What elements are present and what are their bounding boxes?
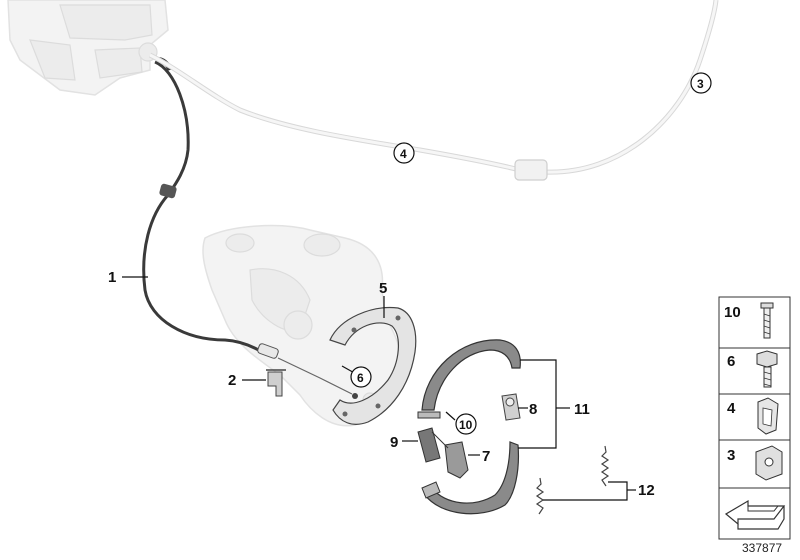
hex-bolt-icon [756, 350, 778, 388]
document-number: 337877 [742, 541, 782, 555]
callout-11: 11 [574, 401, 590, 418]
hardware-legend: 10 6 4 3 [718, 296, 791, 540]
callout-10: 10 [459, 418, 473, 432]
return-springs [535, 445, 610, 515]
callout-4-circle [393, 142, 415, 164]
anchor-plate [329, 306, 417, 425]
callout-3: 3 [697, 77, 704, 91]
legend-number-10: 10 [724, 304, 741, 321]
callout-4: 4 [400, 147, 407, 161]
legend-number-4: 4 [727, 400, 736, 417]
legend-cell-4 [718, 393, 791, 441]
legend-number-6: 6 [727, 353, 735, 370]
bracket-part [266, 369, 286, 397]
callout-6-circle [350, 366, 372, 388]
legend-number-3: 3 [727, 447, 735, 464]
callout-8: 8 [529, 401, 537, 418]
callout-7: 7 [482, 448, 490, 465]
adjuster-part [417, 427, 469, 479]
legend-cell-6 [718, 347, 791, 395]
callout-10-circle [455, 413, 477, 435]
callout-6: 6 [357, 371, 364, 385]
legend-cell-10 [718, 296, 791, 349]
cable-line-ghost [148, 0, 719, 181]
callout-2: 2 [228, 372, 236, 389]
callout-3-circle [690, 72, 712, 94]
leader-lines [122, 276, 636, 501]
callout-9: 9 [390, 434, 398, 451]
upper-brake-shoe [417, 339, 521, 419]
bolt-icon [760, 302, 774, 339]
callout-labels: 1 2 3 4 5 6 7 8 9 10 11 12 [108, 72, 712, 499]
legend-cell-3 [718, 439, 791, 489]
clip-icon [757, 397, 779, 435]
callout-1: 1 [108, 269, 116, 286]
callout-5: 5 [379, 280, 387, 297]
expander-part [501, 393, 521, 421]
reference-arrow-icon [724, 499, 786, 530]
brake-actuator-ghost [7, 0, 169, 96]
bracket-clip-icon [755, 445, 783, 481]
lower-brake-shoe [421, 441, 520, 515]
callout-12: 12 [638, 482, 655, 499]
